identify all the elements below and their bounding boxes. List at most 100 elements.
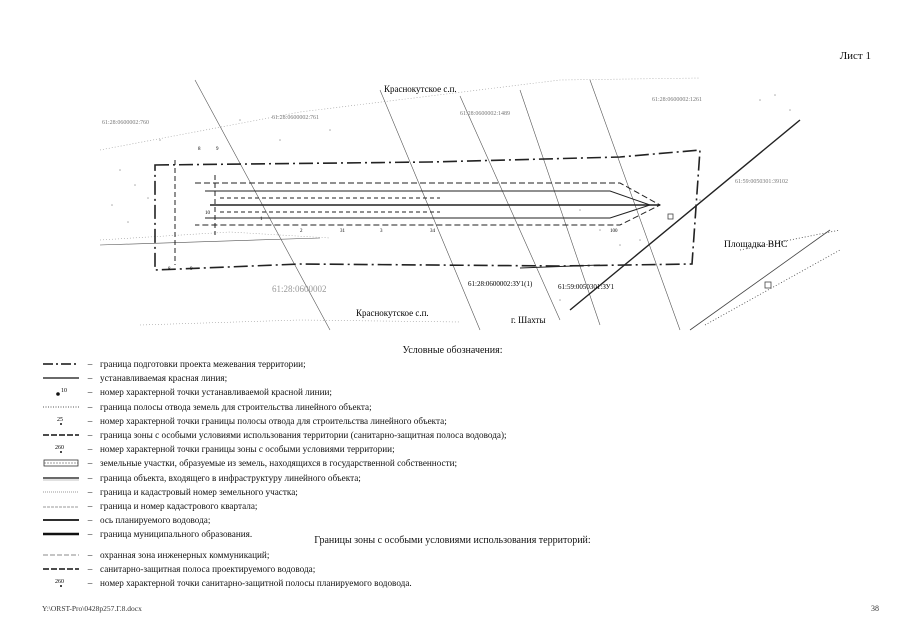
point-label: 9 <box>190 267 193 272</box>
legend-list: – граница подготовки проекта межевания т… <box>42 357 742 541</box>
legend-dash: – <box>87 401 93 412</box>
legend-text: граница муниципального образования. <box>100 529 253 540</box>
legend-dash: – <box>87 550 93 561</box>
legend-row: – граница полосы отвода земель для строи… <box>42 400 742 414</box>
legend-dash: – <box>87 486 93 497</box>
legend-text: номер характерной точки границы полосы о… <box>100 415 447 426</box>
sanitary-point-symbol: 260 <box>55 579 64 588</box>
legend-dash: – <box>87 373 93 384</box>
legend-row: – граница подготовки проекта межевания т… <box>42 357 742 371</box>
cad-line-symbol <box>43 491 79 493</box>
vns-site-label: Площадка ВНС <box>724 240 787 250</box>
place-top-label: Краснокутское с.п. <box>384 84 457 94</box>
axis-line-symbol <box>43 519 79 522</box>
point-label: 8 <box>168 267 171 272</box>
boundary-symbol <box>43 363 79 365</box>
point-label: 1 <box>260 217 263 222</box>
cad-1489-label: 61:28:0600002:1489 <box>460 111 510 117</box>
point-label: 3 <box>380 229 383 234</box>
legend-dash: – <box>87 515 93 526</box>
zone-line-symbol <box>43 434 79 436</box>
point-label: 34 <box>430 229 436 234</box>
quarter-label: 61:28:0600002 <box>272 284 327 294</box>
texture-dots <box>111 94 791 301</box>
place-bottom-label: Краснокутское с.п. <box>356 308 429 318</box>
legend-dash: – <box>87 564 93 575</box>
legend-dash: – <box>87 359 93 370</box>
zu-left-label: 61:28:0600002:ЗУ1(1) <box>468 280 533 288</box>
legend-text: граница и кадастровый номер земельного у… <box>100 486 298 497</box>
legend-row: – устанавливаемая красная линия; <box>42 371 742 385</box>
cad-761-label: 61:28:0600002:761 <box>272 115 319 121</box>
vns-site <box>667 213 841 331</box>
legend-title: Условные обозначения: <box>402 345 503 356</box>
allotment-line-symbol <box>43 406 79 408</box>
point-label: 100 <box>610 229 618 234</box>
legend-row: – граница объекта, входящего в инфрастру… <box>42 471 742 485</box>
allotment-point-symbol: 25 <box>57 417 63 425</box>
point-label: 2 <box>300 229 303 234</box>
legend-row: – санитарно-защитная полоса проектируемо… <box>42 562 742 576</box>
muni-line-symbol <box>43 533 79 536</box>
legend-dash: – <box>87 387 93 398</box>
legend-row: – граница зоны с особыми условиями испол… <box>42 428 742 442</box>
legend-text: ось планируемого водовода; <box>100 515 211 526</box>
point-label: 10 <box>205 211 211 216</box>
cad-59-label: 61:59:0050301:39102 <box>735 179 788 185</box>
svg-text:260: 260 <box>55 579 64 585</box>
legend-row: – граница и номер кадастрового квартала; <box>42 499 742 513</box>
legend-dash: – <box>87 529 93 540</box>
legend-row: 260 – номер характерной точки санитарно-… <box>42 576 742 590</box>
zone-point-symbol: 260 <box>55 445 64 454</box>
city-label: г. Шахты <box>511 315 546 325</box>
point-label: 8 <box>198 147 201 152</box>
legend-row: 25 – номер характерной точки границы пол… <box>42 414 742 428</box>
sheet-label: Лист 1 <box>839 50 871 62</box>
legend-text: номер характерной точки границы зоны с о… <box>100 444 395 455</box>
zu-right-label: 61:59:0050301:ЗУ1 <box>558 283 615 291</box>
legend-text: номер характерной точки устанавливаемой … <box>100 387 332 398</box>
allotment-strips <box>174 160 662 265</box>
svg-text:260: 260 <box>55 445 64 451</box>
legend-text: граница и номер кадастрового квартала; <box>100 500 258 511</box>
legend-text: граница объекта, входящего в инфраструкт… <box>100 472 361 483</box>
legend-dash: – <box>87 458 93 469</box>
legend-dash: – <box>87 444 93 455</box>
svg-text:25: 25 <box>57 417 63 423</box>
object-line-symbol <box>43 476 79 480</box>
legend-dash: – <box>87 415 93 426</box>
point-label: 9 <box>216 147 219 152</box>
legend-row: 10 – номер характерной точки устанавлива… <box>42 385 742 399</box>
legend-row: – граница муниципального образования. <box>42 527 742 541</box>
sanitary-line-symbol <box>43 568 79 570</box>
legend-text: номер характерной точки санитарно-защитн… <box>100 578 412 589</box>
legend-row: 260 – номер характерной точки границы зо… <box>42 442 742 456</box>
legend-dash: – <box>87 500 93 511</box>
legend-dash: – <box>87 430 93 441</box>
page-number: 38 <box>871 604 879 613</box>
legend-text: санитарно-защитная полоса проектируемого… <box>100 564 316 575</box>
cad-1261-label: 61:28:0600002:1261 <box>652 97 702 103</box>
hatched-symbol <box>43 460 79 467</box>
legend-dash: – <box>87 472 93 483</box>
cad-760-label: 61:28:0600002:760 <box>102 120 149 126</box>
quarter-line-symbol <box>43 506 79 508</box>
file-path: Y:\ORST-Pro\0428p257.Г.8.docx <box>42 604 142 613</box>
legend-text: земельные участки, образуемые из земель,… <box>100 458 458 469</box>
legend-text: граница подготовки проекта межевания тер… <box>100 359 306 370</box>
red-line-point-symbol: 10 <box>56 388 67 397</box>
zone-legend-title: Границы зоны с особыми условиями использ… <box>314 535 591 546</box>
project-boundary <box>154 149 701 271</box>
legend-text: устанавливаемая красная линия; <box>100 373 228 384</box>
legend-dash: – <box>87 578 93 589</box>
legend-row: – ось планируемого водовода; <box>42 513 742 527</box>
point-label: 31 <box>340 229 346 234</box>
legend-text: охранная зона инженерных коммуникаций; <box>100 550 270 561</box>
legend-row: – охранная зона инженерных коммуникаций; <box>42 548 742 562</box>
protect-line-symbol <box>43 554 79 556</box>
zone-legend-list: – охранная зона инженерных коммуникаций;… <box>42 548 742 591</box>
legend-text: граница зоны с особыми условиями использ… <box>100 430 507 441</box>
legend-row: – граница и кадастровый номер земельного… <box>42 485 742 499</box>
red-line-symbol <box>43 377 79 379</box>
municipal-boundary <box>519 119 801 311</box>
